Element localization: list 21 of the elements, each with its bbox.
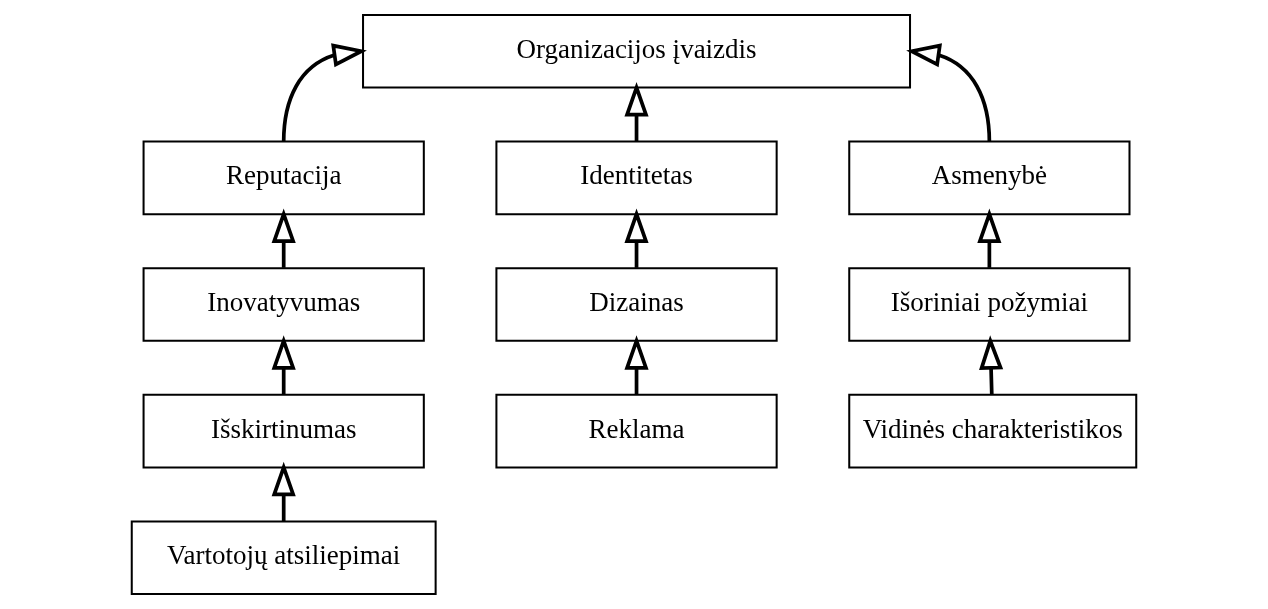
node-box: Vartotojų atsiliepimai: [130, 520, 437, 596]
arrow: [281, 43, 367, 142]
arrow: [977, 208, 1002, 268]
node-box: Vidinės charakteristikos: [848, 393, 1138, 469]
node-box: Identitetas: [495, 140, 778, 216]
arrow: [271, 461, 296, 522]
node-box: Organizacijos įvaizdis: [362, 13, 912, 89]
arrow: [271, 208, 296, 268]
node-box: Asmenybė: [848, 140, 1131, 216]
node-box: Reputacija: [142, 140, 425, 216]
node-box: Išskirtinumas: [142, 393, 425, 469]
node-box: Reklama: [495, 393, 778, 469]
arrow: [624, 82, 649, 142]
arrow: [624, 335, 649, 395]
node-box: Inovatyvumas: [142, 267, 425, 342]
arrow: [906, 43, 992, 142]
arrow: [979, 335, 1004, 395]
arrow: [271, 335, 296, 395]
node-box: Dizainas: [495, 267, 778, 342]
node-box: Išoriniai požymiai: [848, 267, 1131, 342]
arrow: [624, 208, 649, 268]
